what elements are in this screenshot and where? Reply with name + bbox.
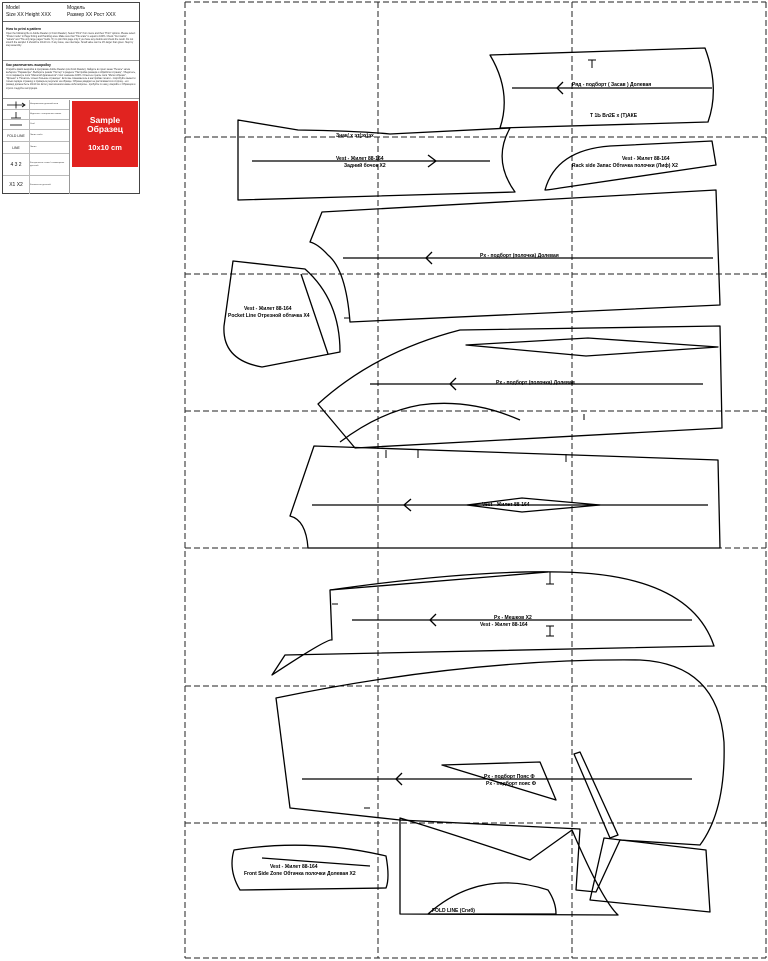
pattern-label: Vest - Жилет 88-164 xyxy=(480,622,528,628)
legend-row: Направление долевой нити xyxy=(3,100,69,110)
pattern-label: Vest - Жилет 88-164 xyxy=(244,306,292,312)
size-label-en: Size XX Height XXX xyxy=(6,11,52,18)
pattern-label: Рх - Мешков Х2 xyxy=(494,615,532,621)
pattern-piece-3 xyxy=(544,140,717,191)
pattern-info-card: Model Size XX Height XXX Модель Размер X… xyxy=(2,2,140,194)
match-points-symbol: 4 3 2 xyxy=(3,154,30,175)
legend-row: 4 3 2 Контрольные точки / совмещение дет… xyxy=(3,154,69,176)
piece-count-symbol: X1 X2 xyxy=(3,176,30,194)
header-ru: Модель Размер XX Рост XXX xyxy=(67,5,116,18)
legend-label: Количество деталей xyxy=(30,183,51,186)
pattern-piece-9 xyxy=(275,659,725,893)
legend-row: X1 X2 Количество деталей xyxy=(3,176,69,194)
sample-size: 10x10 cm xyxy=(88,143,122,152)
pattern-piece-7 xyxy=(289,445,721,549)
legend-row: Сгиб xyxy=(3,120,69,130)
print-text-en: Open the following file in Adobe Reader … xyxy=(6,32,136,48)
sample-title-ru: Образец xyxy=(87,124,123,134)
tile-grid xyxy=(184,1,767,959)
pattern-label: Т 1Ь Вл2Е х (Т)АКЕ xyxy=(590,113,638,119)
grain-arrow-icon xyxy=(3,100,30,109)
pattern-label: Pocket Line Отрезной обтачка X4 xyxy=(228,312,310,319)
fold-icon xyxy=(3,120,30,129)
pattern-label: Rack side Запас Обтачка полочки (Лиф) X2 xyxy=(572,162,678,169)
pattern-piece-6 xyxy=(317,325,723,449)
pattern-label: Знак/ х эт(эх)эх xyxy=(336,133,374,139)
legend-label: Направление долевой нити xyxy=(30,103,59,106)
pattern-label: Vest - Жилет 88-164 xyxy=(482,502,530,508)
pattern-piece-2 xyxy=(237,119,516,201)
sample-square: Sample Образец 10x10 cm xyxy=(72,101,138,167)
pattern-label: Рх - подборт пояс Ф xyxy=(486,780,537,787)
notch-icon xyxy=(3,110,30,119)
print-title-ru: Как распечатать выкройку xyxy=(6,63,51,67)
print-instructions-en: How to print a pattern Open the followin… xyxy=(3,25,139,61)
fold-line-symbol: FOLD LINE xyxy=(3,130,30,141)
pattern-label: Vest - Жилет 88-164 xyxy=(270,864,318,870)
legend-label: Линия xyxy=(30,146,37,149)
pattern-label: Рх - подборт (полочка) Долевая xyxy=(496,379,575,386)
pattern-piece-13 xyxy=(589,837,711,913)
pattern-piece-8 xyxy=(271,571,715,676)
header-en: Model Size XX Height XXX xyxy=(6,5,51,18)
legend-label: Контрольные точки / совмещение деталей xyxy=(30,161,65,167)
pattern-piece-1 xyxy=(489,47,714,129)
pattern-piece-4 xyxy=(309,189,721,323)
pattern-piece-10 xyxy=(231,844,389,891)
pattern-label: Рх - подборт Пояс Ф xyxy=(484,773,535,780)
line-symbol: LINE xyxy=(3,142,30,153)
symbol-legend: Направление долевой нити Надсечка - конт… xyxy=(3,100,70,194)
sample-title-en: Sample xyxy=(89,115,121,125)
legend-row: Надсечка - контрольная линия xyxy=(3,110,69,120)
print-instructions-ru: Как распечатать выкройку Откройте файл в… xyxy=(3,61,139,99)
size-label-ru: Размер XX Рост XXX xyxy=(67,11,116,18)
pattern-label: Ряд - подборт ( Засав ) Долевая xyxy=(572,81,651,88)
model-label-ru: Модель xyxy=(67,5,85,11)
notch-markers xyxy=(332,59,596,809)
pattern-pieces xyxy=(223,47,725,916)
pattern-label: Задний бочок X2 xyxy=(344,162,386,169)
piece-labels: Ряд - подборт ( Засав ) Долевая Т 1Ь Вл2… xyxy=(228,81,678,914)
legend-label: Сгиб xyxy=(30,123,35,126)
pattern-label: FOLD LINE (Сгиб) xyxy=(432,907,475,914)
legend-label: Линия сгиба xyxy=(30,134,43,137)
print-text-ru: Откройте файл выкройки в программе Adobe… xyxy=(6,68,136,90)
legend-label: Надсечка - контрольная линия xyxy=(30,113,62,116)
pattern-piece-12 xyxy=(427,882,557,915)
legend-row: LINE Линия xyxy=(3,142,69,154)
pattern-label: Vest - Жилет 88-164 xyxy=(336,156,384,162)
pattern-piece-5 xyxy=(223,260,341,368)
pattern-label: Рх - подборт (полочка) Долевая xyxy=(480,252,559,259)
pattern-label: Vest - Жилет 88-164 xyxy=(622,156,670,162)
card-header: Model Size XX Height XXX Модель Размер X… xyxy=(3,3,139,22)
model-label-en: Model xyxy=(6,5,20,11)
pattern-label: Front Side Zone Обтачка полочки Долевая … xyxy=(244,870,356,877)
legend-row: FOLD LINE Линия сгиба xyxy=(3,130,69,142)
print-title-en: How to print a pattern xyxy=(6,27,42,31)
pattern-piece-11 xyxy=(399,817,619,916)
